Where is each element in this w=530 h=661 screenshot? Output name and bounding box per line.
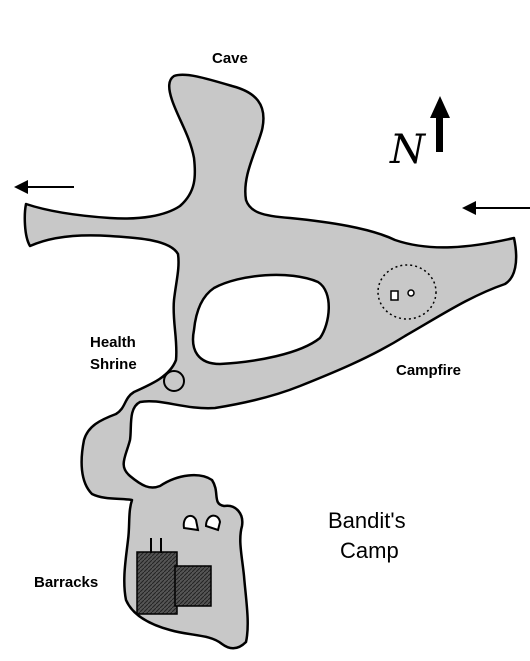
map-title-line2: Camp <box>340 538 399 563</box>
campfire-icon <box>407 289 415 297</box>
map-title-line1: Bandit's <box>328 508 406 533</box>
health-shrine-label-line2: Shrine <box>90 356 137 373</box>
barracks-building <box>136 538 212 615</box>
barracks-entrance-gap <box>182 514 200 532</box>
cave-label: Cave <box>212 50 248 67</box>
campfire-crate-icon <box>390 290 399 301</box>
barracks-entrance-gap-2 <box>204 514 222 532</box>
barracks-label: Barracks <box>34 574 99 591</box>
campfire-label: Campfire <box>396 362 462 379</box>
compass-north-letter: N <box>390 127 425 173</box>
west-exit-arrow-icon <box>14 180 74 194</box>
health-shrine-marker <box>163 370 185 392</box>
inner-rock-island <box>191 273 330 366</box>
campfire-area <box>377 264 437 320</box>
cave-floor <box>23 73 518 650</box>
health-shrine-label-line1: Health <box>90 334 136 351</box>
east-entry-arrow-icon <box>462 201 530 215</box>
north-arrow-icon <box>430 96 450 152</box>
